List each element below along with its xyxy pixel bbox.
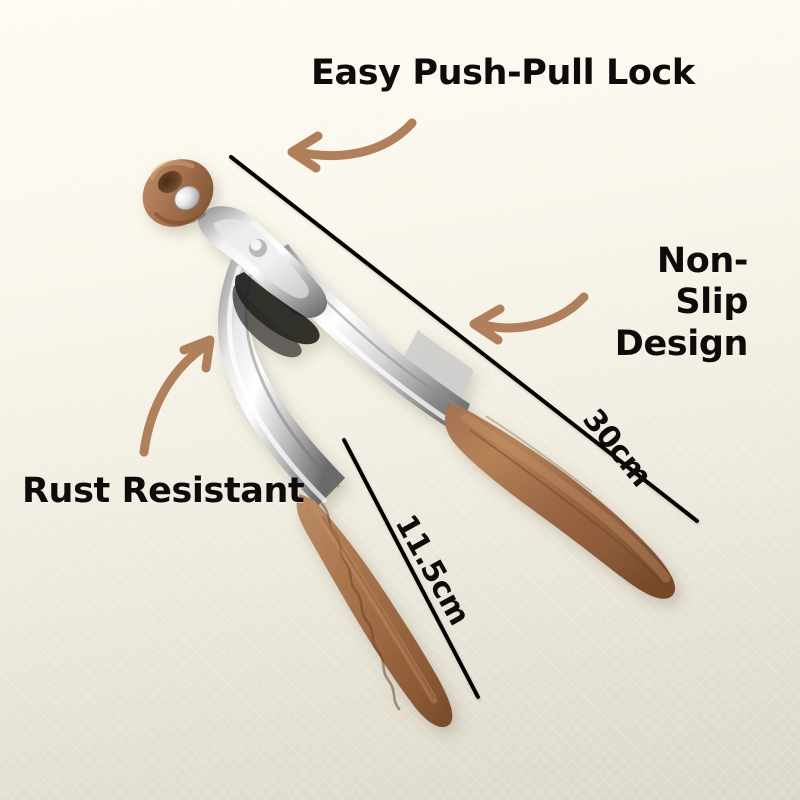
tong-arm-upper-ferrule xyxy=(404,330,474,398)
tongs-group xyxy=(142,159,676,728)
callout-non-slip-line-2: Design xyxy=(614,323,749,364)
lock-button-rivet-ring xyxy=(173,185,201,211)
handle-wood-upper-highlight xyxy=(461,413,671,583)
dimension-line-11-5cm xyxy=(342,438,480,699)
callout-non-slip-design: Non-Slip Design xyxy=(588,241,749,365)
tong-arm-lower-steel xyxy=(218,258,345,506)
callout-non-slip-line-1: Non-Slip xyxy=(656,241,749,323)
handle-wood-lower-grain xyxy=(321,515,435,699)
handle-wood-upper-grain-1 xyxy=(469,429,667,587)
tong-inner-shadow-wedge xyxy=(234,272,320,345)
arrow-rust-resistant xyxy=(139,335,215,457)
tong-inner-shadow-wedge-2 xyxy=(232,284,302,358)
tong-arm-lower-highlight xyxy=(226,265,327,503)
arrow-non-slip-design xyxy=(469,292,589,345)
callout-rust-resistant: Rust Resistant xyxy=(22,471,305,511)
handle-loop-shade xyxy=(154,212,206,225)
callout-easy-push-pull-lock: Easy Push-Pull Lock xyxy=(311,53,695,93)
handle-loop-highlight xyxy=(149,160,195,181)
lock-button-rivet xyxy=(174,186,200,210)
handle-loop-hang-hole xyxy=(157,170,183,194)
handle-wood-upper-grain-2 xyxy=(485,415,593,493)
hinge-screw-highlight xyxy=(250,239,262,251)
tong-head-pivot-plate xyxy=(213,219,309,299)
dimension-line-30cm xyxy=(229,155,699,523)
arrow-easy-push-pull-lock xyxy=(287,118,417,173)
